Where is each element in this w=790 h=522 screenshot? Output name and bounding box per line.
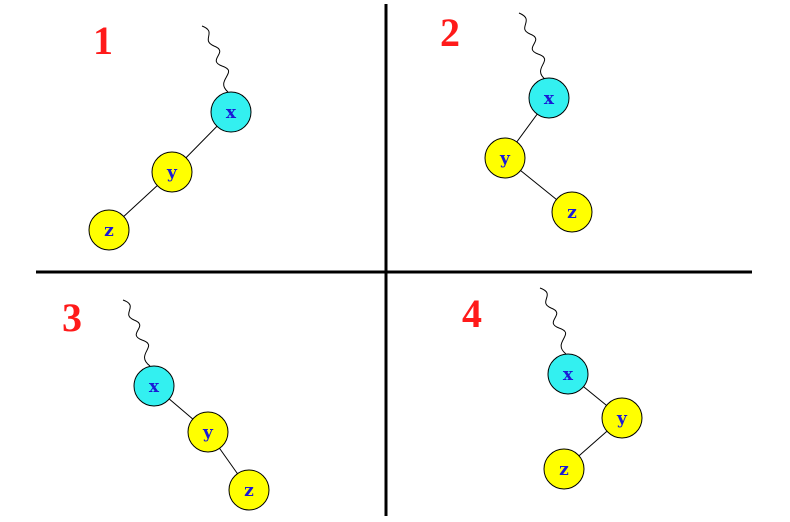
node-circle <box>528 77 570 119</box>
case-number-1: 1 <box>93 18 113 63</box>
tree-node-z: z <box>88 209 130 251</box>
node-circle <box>601 397 643 439</box>
node-circle <box>228 469 270 511</box>
node-label: z <box>559 460 569 480</box>
node-circle <box>547 353 589 395</box>
node-circle <box>88 209 130 251</box>
node-label: x <box>149 377 160 397</box>
tree-node-z: z <box>228 469 270 511</box>
node-label: y <box>616 409 628 429</box>
case-number-3: 3 <box>62 295 82 340</box>
panel-4: 4 x y z <box>462 287 643 490</box>
node-circle <box>210 91 252 133</box>
node-circle <box>543 448 585 490</box>
tree-node-x: x <box>528 77 570 119</box>
node-label: y <box>166 163 178 183</box>
node-label: y <box>202 423 214 443</box>
node-circle <box>187 411 229 453</box>
tree-node-y: y <box>601 397 643 439</box>
tree-node-z: z <box>551 191 593 233</box>
tree-node-x: x <box>547 353 589 395</box>
tree-node-y: y <box>484 137 526 179</box>
tree-node-y: y <box>187 411 229 453</box>
node-label: y <box>499 149 511 169</box>
panel-2: 2 x y z <box>440 10 593 233</box>
node-label: x <box>226 103 237 123</box>
tree-node-x: x <box>133 365 175 407</box>
node-label: z <box>244 481 254 501</box>
node-label: z <box>104 221 114 241</box>
node-label: x <box>544 89 555 109</box>
case-number-4: 4 <box>462 291 482 336</box>
tree-node-z: z <box>543 448 585 490</box>
node-label: z <box>567 203 577 223</box>
node-circle <box>551 191 593 233</box>
node-circle <box>133 365 175 407</box>
node-circle <box>484 137 526 179</box>
parent-link-squiggle <box>122 299 151 367</box>
node-circle <box>151 151 193 193</box>
tree-node-y: y <box>151 151 193 193</box>
parent-link-squiggle <box>539 287 567 355</box>
parent-link-squiggle <box>518 12 547 81</box>
node-label: x <box>563 365 574 385</box>
tree-node-x: x <box>210 91 252 133</box>
panel-1: 1 x y z <box>88 18 252 251</box>
case-number-2: 2 <box>440 10 460 55</box>
panel-3: 3 x y z <box>62 295 270 511</box>
parent-link-squiggle <box>201 25 229 93</box>
